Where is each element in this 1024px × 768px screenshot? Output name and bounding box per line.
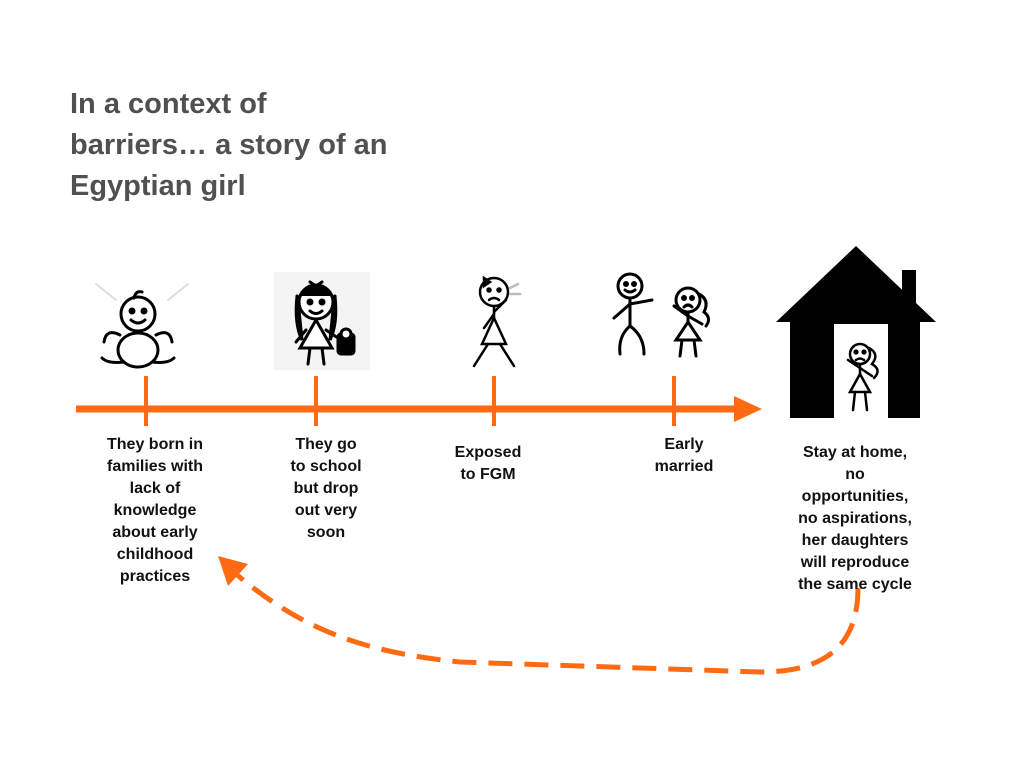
stage-5-line-7: the same cycle bbox=[798, 576, 912, 593]
stage-3-line-2: to FGM bbox=[460, 466, 516, 483]
cycle-arrowhead bbox=[218, 556, 248, 586]
timeline-arrowhead bbox=[734, 396, 762, 422]
stage-4-line-1: Early bbox=[664, 436, 704, 453]
crying-girl-icon bbox=[472, 275, 522, 368]
stage-label-school: They go to school but drop out very soon bbox=[266, 434, 386, 544]
stage-1-line-6: childhood bbox=[116, 546, 194, 563]
stage-5-line-1: Stay at home, bbox=[802, 444, 908, 461]
stage-1-line-1: They born in bbox=[107, 436, 203, 453]
stage-1-line-7: practices bbox=[119, 568, 191, 585]
stage-5-line-6: will reproduce bbox=[800, 554, 910, 571]
page-title: In a context of barriers… a story of an … bbox=[70, 84, 470, 207]
stage-2-line-1: They go bbox=[295, 436, 357, 453]
stage-1-line-5: about early bbox=[112, 524, 198, 541]
stage-4-line-2: married bbox=[654, 458, 714, 475]
stage-5-line-4: no aspirations, bbox=[798, 510, 912, 527]
cycle-return-arrow bbox=[234, 572, 861, 675]
stage-5-line-3: opportunities, bbox=[801, 488, 909, 505]
title-line-1: In a context of bbox=[70, 88, 267, 120]
stage-2-line-4: out very bbox=[294, 502, 358, 519]
stage-2-line-5: soon bbox=[306, 524, 346, 541]
house-girl-icon bbox=[776, 246, 936, 418]
stage-label-birth: They born in families with lack of knowl… bbox=[90, 434, 220, 588]
stage-2-line-2: to school bbox=[290, 458, 362, 475]
stage-5-line-2: no bbox=[845, 466, 865, 483]
stage-label-home: Stay at home, no opportunities, no aspir… bbox=[782, 442, 928, 596]
stage-label-marriage: Early married bbox=[634, 434, 734, 478]
stage-3-line-1: Exposed bbox=[454, 444, 522, 461]
title-line-3: Egyptian girl bbox=[70, 170, 246, 202]
schoolgirl-icon bbox=[274, 272, 370, 370]
stage-label-fgm: Exposed to FGM bbox=[432, 442, 544, 486]
stage-1-line-4: knowledge bbox=[113, 502, 197, 519]
stage-1-line-2: families with bbox=[106, 458, 204, 475]
title-line-2: barriers… a story of an bbox=[70, 129, 388, 161]
stage-1-line-3: lack of bbox=[129, 480, 181, 497]
stage-5-line-5: her daughters bbox=[801, 532, 909, 549]
married-couple-icon bbox=[612, 272, 711, 358]
baby-icon bbox=[95, 283, 189, 369]
stage-2-line-3: but drop bbox=[293, 480, 359, 497]
